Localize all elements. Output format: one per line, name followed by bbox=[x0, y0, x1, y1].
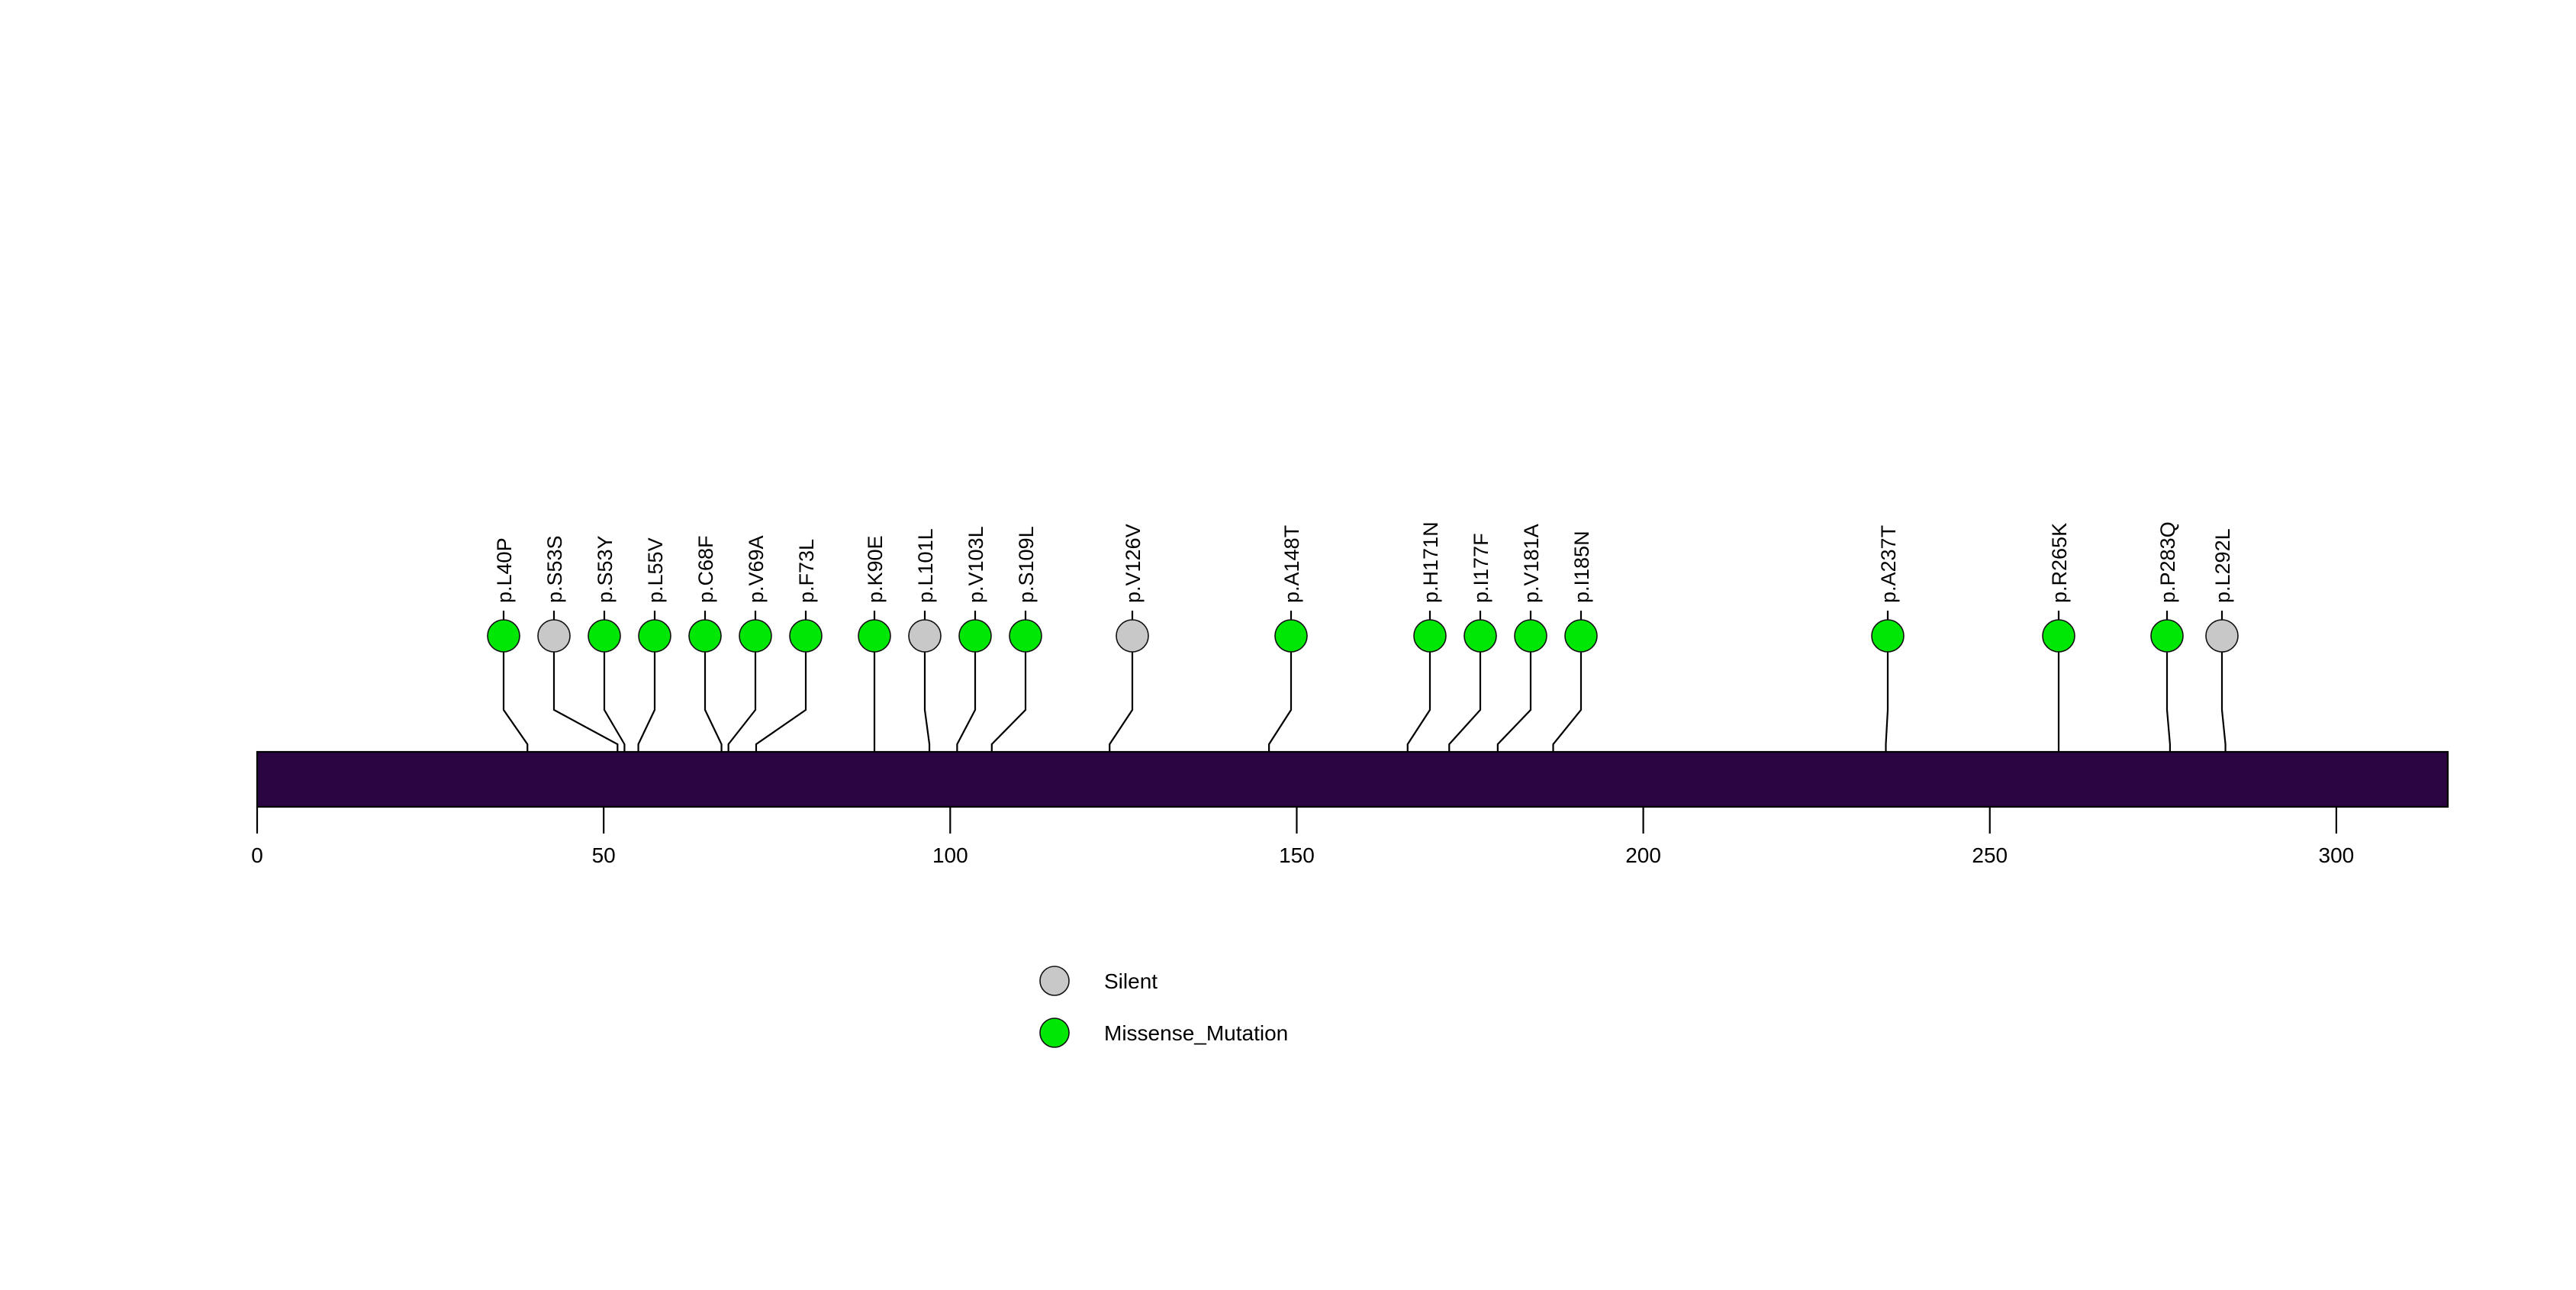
mutation-label-pS53Y: p.S53Y bbox=[594, 535, 617, 603]
lollipop-node-pA237T[interactable] bbox=[1871, 619, 1905, 653]
mutation-label-pL292L: p.L292L bbox=[2211, 528, 2234, 603]
lollipop-node-pF73L[interactable] bbox=[789, 619, 823, 653]
legend-swatch-MissenseMutation[interactable] bbox=[1039, 1017, 1070, 1048]
legend-label-MissenseMutation: Missense_Mutation bbox=[1104, 1021, 1288, 1045]
mutation-label-pL40P: p.L40P bbox=[493, 537, 516, 603]
mutation-label-pS109L: p.S109L bbox=[1015, 526, 1038, 603]
legend-swatch-Silent[interactable] bbox=[1039, 966, 1070, 996]
lollipop-node-pL101L[interactable] bbox=[908, 619, 942, 653]
lollipop-node-pC68F[interactable] bbox=[688, 619, 722, 653]
mutation-label-pV69A: p.V69A bbox=[745, 535, 768, 603]
lollipop-node-pL292L[interactable] bbox=[2205, 619, 2239, 653]
lollipop-nodes-group bbox=[487, 611, 2239, 653]
x-axis-tick-label-0: 0 bbox=[251, 843, 263, 867]
mutation-label-pL55V: p.L55V bbox=[644, 537, 667, 603]
lollipop-node-pL40P[interactable] bbox=[487, 619, 520, 653]
mutation-label-pL101L: p.L101L bbox=[914, 528, 937, 603]
mutation-labels-group: p.L40P p.S53S p.S53Y p.L55V p.C68F p.V69A p.F7… bbox=[493, 521, 2234, 603]
lollipop-node-pL55V[interactable] bbox=[638, 619, 671, 653]
lollipop-node-pV181A[interactable] bbox=[1514, 619, 1547, 653]
lollipop-node-pA148T[interactable] bbox=[1274, 619, 1308, 653]
lollipop-node-pI177F[interactable] bbox=[1463, 619, 1497, 653]
mutation-label-pV126V: p.V126V bbox=[1122, 524, 1145, 603]
mutation-label-pS53S: p.S53S bbox=[543, 535, 566, 603]
lollipop-node-pH171N[interactable] bbox=[1413, 619, 1447, 653]
legend-label-Silent: Silent bbox=[1104, 969, 1158, 993]
mutation-label-pH171N: p.H171N bbox=[1419, 521, 1442, 603]
protein-domain-bar-group bbox=[256, 750, 2449, 808]
mutation-label-pC68F: p.C68F bbox=[694, 535, 717, 603]
mutation-label-pA148T: p.A148T bbox=[1280, 525, 1303, 603]
mutation-label-pR265K: p.R265K bbox=[2048, 523, 2071, 603]
x-axis-tick-label-250: 250 bbox=[1972, 843, 2008, 867]
mutation-label-pI185N: p.I185N bbox=[1570, 531, 1593, 603]
lollipop-node-pI185N[interactable] bbox=[1564, 619, 1598, 653]
x-axis-tick-label-50: 50 bbox=[592, 843, 616, 867]
lollipop-node-pV103L[interactable] bbox=[958, 619, 992, 653]
lollipop-node-pS109L[interactable] bbox=[1009, 619, 1042, 653]
mutation-label-pK90E: p.K90E bbox=[864, 535, 887, 603]
protein-domain-bar bbox=[256, 750, 2449, 808]
lollipop-node-pS53S[interactable] bbox=[537, 619, 571, 653]
lollipop-node-pR265K[interactable] bbox=[2042, 619, 2075, 653]
x-axis-group: 0 50 100 150 200 250 300 bbox=[251, 807, 2354, 867]
mutation-label-pI177F: p.I177F bbox=[1470, 533, 1492, 603]
lollipop-node-pV69A[interactable] bbox=[739, 619, 772, 653]
x-axis-tick-label-300: 300 bbox=[2319, 843, 2355, 867]
mutation-label-pV181A: p.V181A bbox=[1520, 524, 1543, 603]
lollipop-node-pP283Q[interactable] bbox=[2150, 619, 2184, 653]
x-axis-tick-label-200: 200 bbox=[1625, 843, 1661, 867]
x-axis-tick-label-150: 150 bbox=[1279, 843, 1315, 867]
mutation-label-pA237T: p.A237T bbox=[1877, 525, 1900, 603]
lollipop-node-pS53Y[interactable] bbox=[588, 619, 621, 653]
mutation-label-pF73L: p.F73L bbox=[795, 539, 818, 603]
lollipop-node-pV126V[interactable] bbox=[1116, 619, 1149, 653]
lollipop-node-pK90E[interactable] bbox=[858, 619, 891, 653]
mutation-label-pP283Q: p.P283Q bbox=[2156, 521, 2179, 603]
x-axis-tick-label-100: 100 bbox=[932, 843, 968, 867]
mutation-label-pV103L: p.V103L bbox=[964, 526, 987, 603]
